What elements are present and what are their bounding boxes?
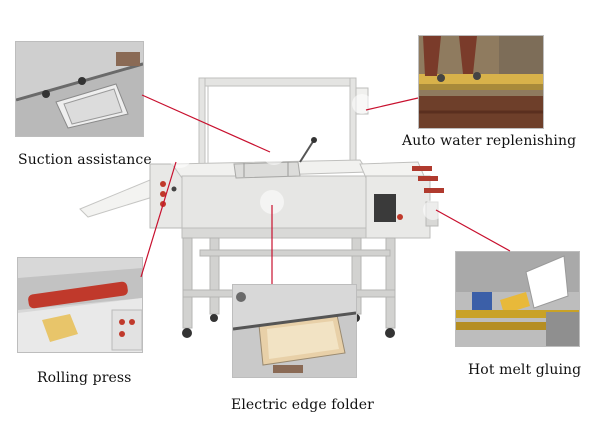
label-rolling-press: Rolling press [37,370,132,386]
left-button-4 [171,186,177,192]
label-hot-melt-gluing: Hot melt gluing [468,362,582,378]
highlight-water [352,94,372,114]
label-suction-assistance: Suction assistance [18,152,152,168]
left-button-2 [160,191,166,197]
left-button-3 [160,201,166,207]
highlight-roller [168,144,192,168]
label-electric-edge-folder: Electric edge folder [231,397,374,413]
auto-water-replenishing-photo [418,35,544,129]
gluing-panel [374,194,396,222]
highlight-glue [423,200,443,220]
left-button-1 [160,181,166,187]
rolling-press-photo [17,257,143,353]
label-auto-water-replenishing: Auto water replenishing [402,133,577,149]
highlight-suction [262,141,286,165]
highlight-folder [260,190,284,214]
suction-assistance-photo [15,41,144,137]
hot-melt-gluing-photo [455,251,580,347]
castor-wheels [182,314,395,338]
feed-tray [79,179,157,218]
lever [299,139,315,163]
electric-edge-folder-photo [232,284,357,378]
